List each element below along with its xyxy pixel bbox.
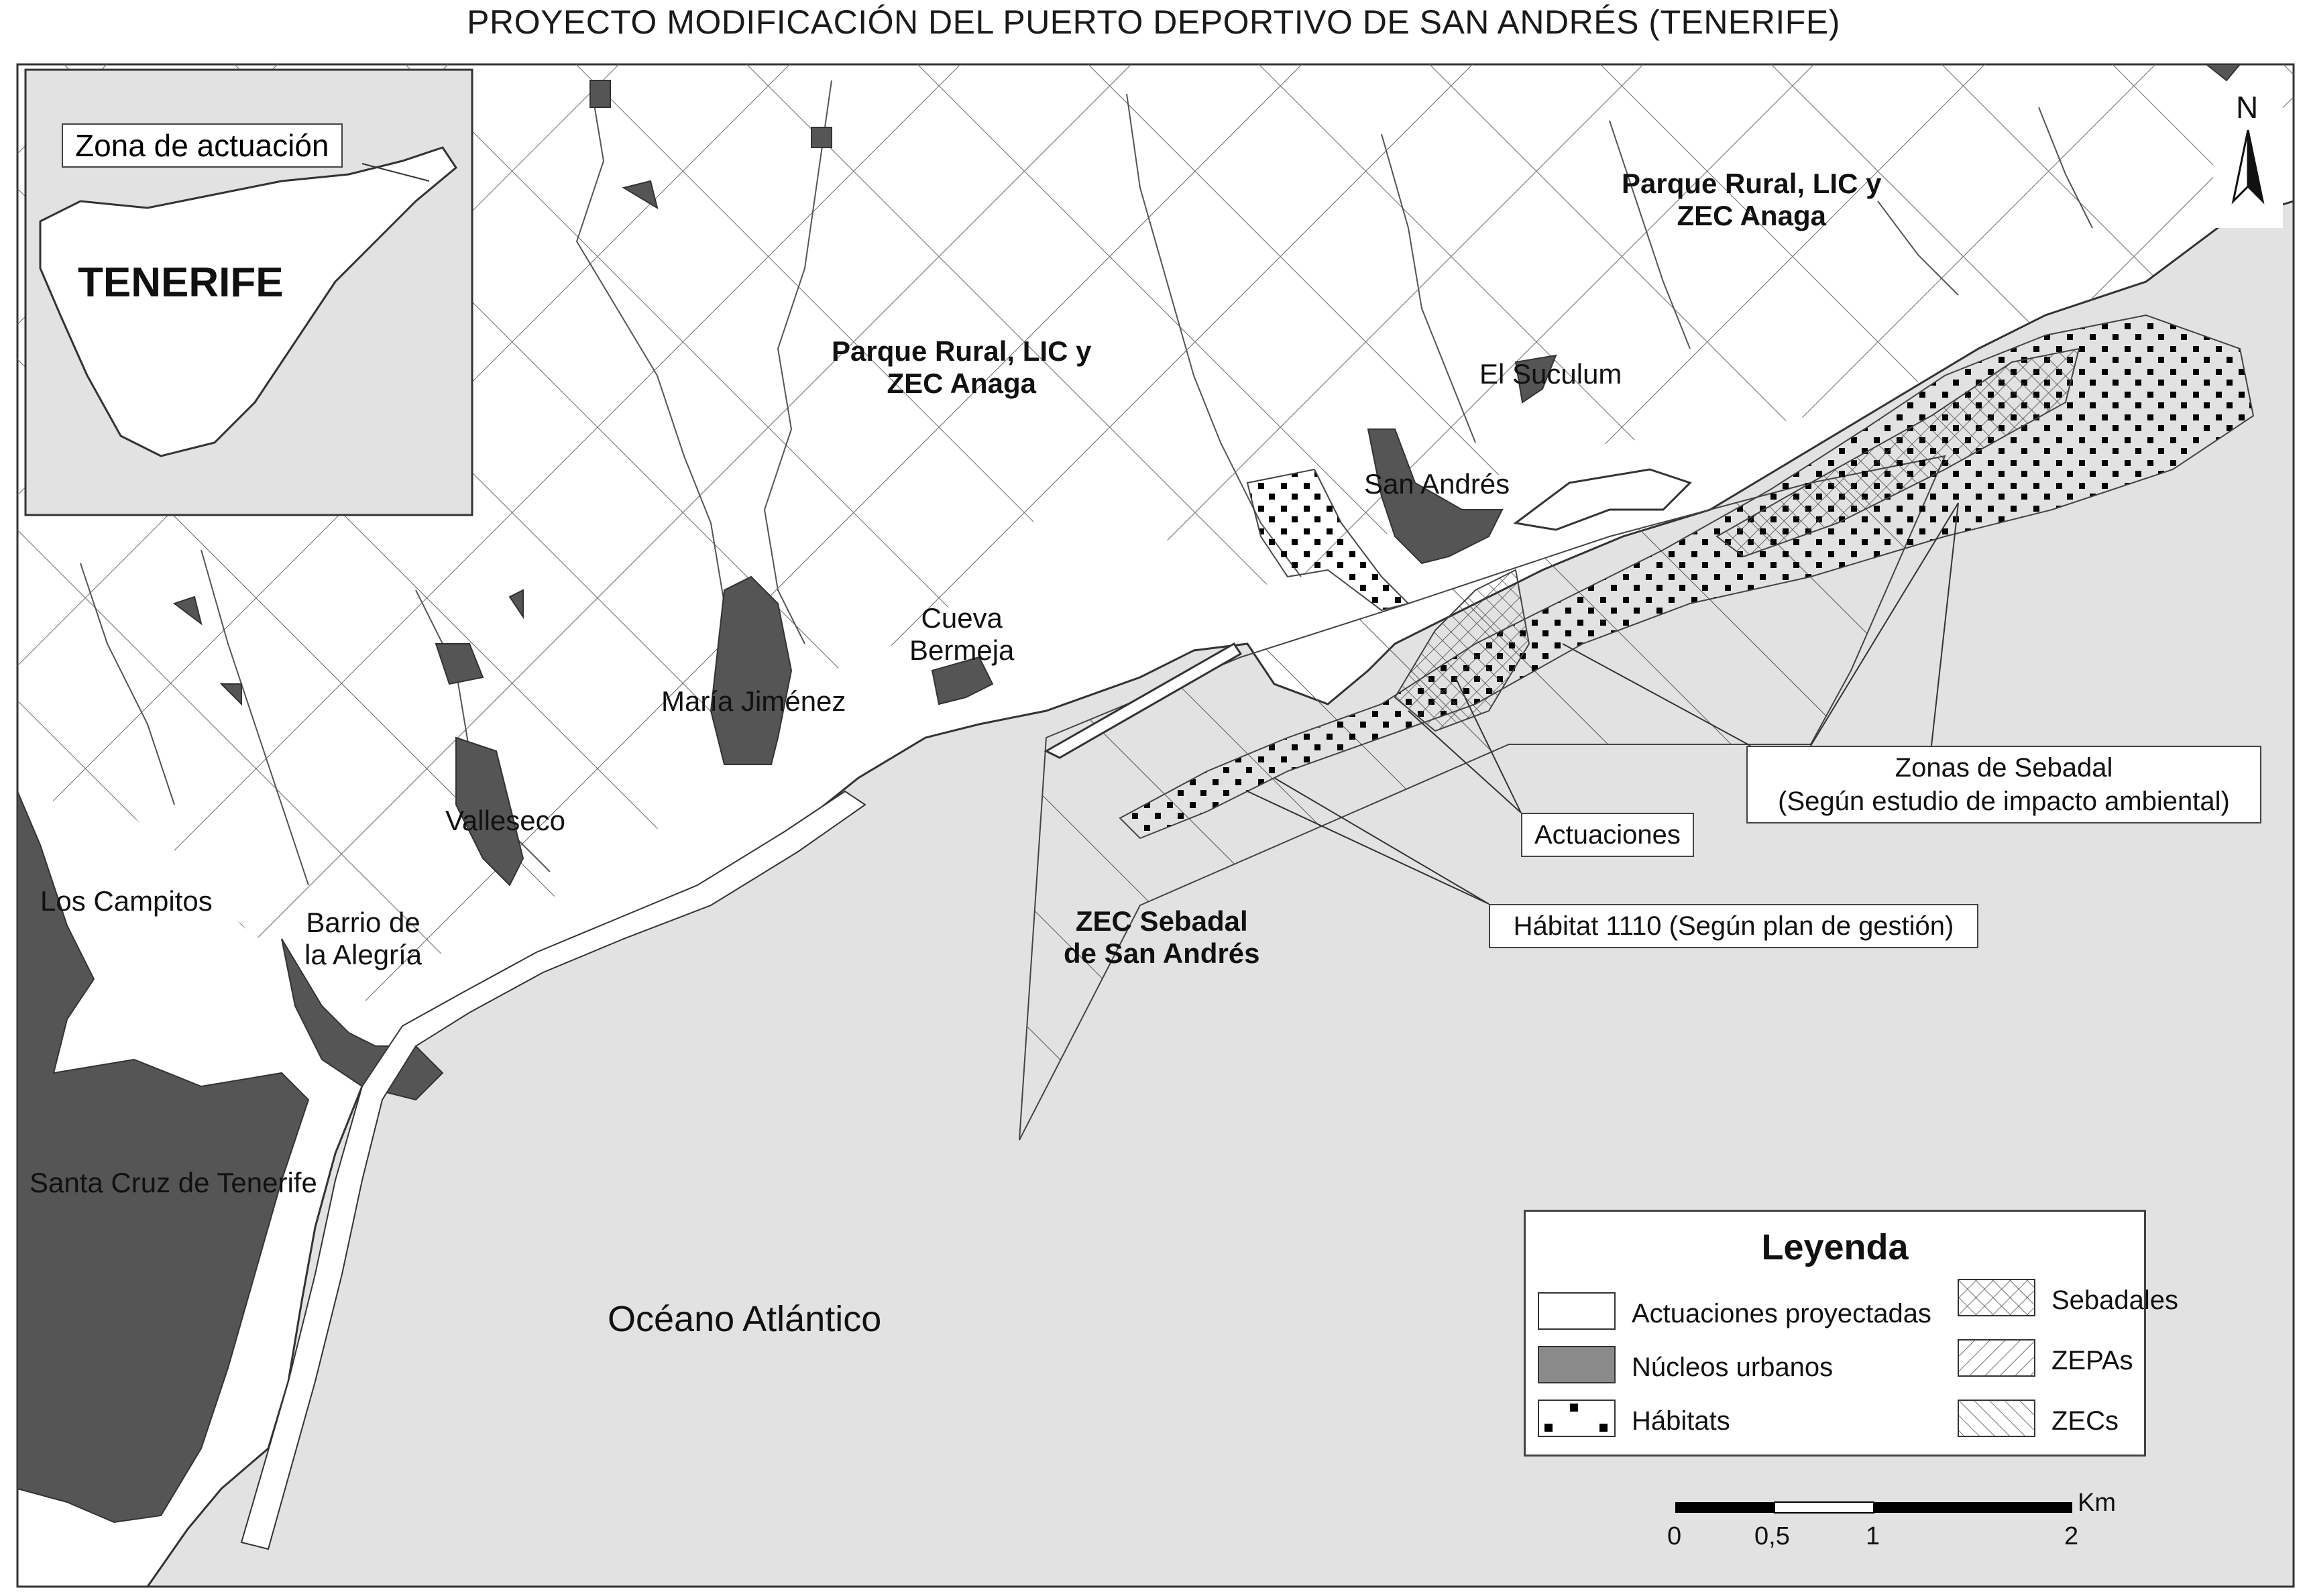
label-valleseco: Valleseco (445, 805, 565, 836)
callout-habitat-1110: Hábitat 1110 (Según plan de gestión) (1489, 904, 1978, 948)
label-zec-sebadal-line1: ZEC Sebadal (1075, 905, 1248, 937)
legend-label: ZECs (2051, 1406, 2119, 1436)
legend-forward-hatch-icon (1959, 1341, 2034, 1375)
marina-actuaciones (1513, 468, 1692, 531)
legend-label: Actuaciones proyectadas (1632, 1299, 1931, 1328)
north-arrow (2213, 87, 2283, 228)
label-cueva-bermeja-line2: Bermeja (909, 634, 1015, 667)
legend-back-hatch-icon (1959, 1401, 2034, 1436)
legend-label: Sebadales (2051, 1286, 2179, 1315)
port-breakwater (1044, 642, 1243, 759)
legend-title: Leyenda (1761, 1227, 1909, 1267)
scale-tick-1: 1 (1866, 1522, 1880, 1550)
inset-island-name: TENERIFE (78, 260, 284, 306)
legend-crosshatch-icon (1959, 1280, 2034, 1315)
legend: Leyenda Actuaciones proyectadas Núcleos … (1524, 1210, 2178, 1457)
habitat-inland (1246, 468, 1410, 612)
zec-sebadal-area (1019, 455, 1946, 1141)
label-parque-rural-east-line1: Parque Rural, LIC y (1622, 168, 1882, 199)
map-title: PROYECTO MODIFICACIÓN DEL PUERTO DEPORTI… (467, 3, 1840, 41)
label-zec-sebadal-line2: de San Andrés (1064, 937, 1260, 970)
sebadal-area-west (1394, 569, 1530, 732)
scale-tick-0: 0 (1667, 1522, 1682, 1550)
port-south (240, 790, 866, 1550)
callout-zonas-sebadal-line1: Zonas de Sebadal (1895, 753, 2113, 783)
legend-label: Hábitats (1632, 1406, 1730, 1436)
inset-zone-label: Zona de actuación (62, 123, 343, 168)
scale-unit: Km (2078, 1489, 2116, 1517)
label-barrio-alegria: Barrio de la Alegría (304, 907, 422, 972)
legend-dots-icon (1544, 1404, 1608, 1432)
legend-swatch-forward (1958, 1339, 2035, 1377)
legend-swatch-dots (1538, 1400, 1616, 1437)
legend-label: ZEPAs (2051, 1346, 2133, 1375)
legend-label: Núcleos urbanos (1632, 1353, 1834, 1382)
label-barrio-alegria-line2: la Alegría (304, 939, 423, 971)
label-cueva-bermeja-line1: Cueva (921, 602, 1003, 634)
label-santa-cruz: Santa Cruz de Tenerife (30, 1167, 317, 1198)
label-parque-rural-east-line2: ZEC Anaga (1677, 200, 1826, 232)
scale-tick-2: 2 (2064, 1522, 2079, 1550)
label-parque-rural-center-line1: Parque Rural, LIC y (832, 335, 1092, 367)
inset-island-shape (39, 146, 457, 457)
inset-pointer (361, 163, 430, 182)
label-parque-rural-east: Parque Rural, LIC y ZEC Anaga (1622, 168, 1881, 233)
urban-areas (17, 64, 2242, 1524)
callout-zonas-sebadal-line2: (Según estudio de impacto ambiental) (1778, 787, 2230, 816)
label-parque-rural-center: Parque Rural, LIC y ZEC Anaga (832, 335, 1091, 400)
callout-leaders (1247, 502, 1959, 905)
label-parque-rural-center-line2: ZEC Anaga (887, 367, 1036, 400)
callout-zonas-sebadal: Zonas de Sebadal (Según estudio de impac… (1746, 746, 2261, 823)
label-maria-jimenez: María Jiménez (661, 685, 846, 717)
label-san-andres: San Andrés (1364, 468, 1510, 500)
legend-swatch-crosshatch (1958, 1279, 2035, 1316)
callout-actuaciones: Actuaciones (1521, 813, 1694, 857)
north-arrow-label: N (2236, 90, 2259, 125)
legend-swatch-white (1538, 1292, 1616, 1330)
label-oceano: Océano Atlántico (608, 1299, 882, 1339)
label-los-campitos: Los Campitos (40, 885, 213, 917)
scale-bar-graphic (1675, 1501, 2072, 1514)
legend-swatch-back (1958, 1400, 2035, 1437)
label-el-suculum: El Suculum (1479, 358, 1622, 390)
label-cueva-bermeja: Cueva Bermeja (909, 602, 1014, 667)
label-zec-sebadal: ZEC Sebadal de San Andrés (1064, 905, 1260, 970)
legend-swatch-gray (1538, 1346, 1616, 1383)
scale-tick-half: 0,5 (1754, 1522, 1790, 1550)
anaga-protected-area (17, 64, 2294, 1006)
label-barrio-alegria-line1: Barrio de (306, 907, 420, 938)
ravine-lines (80, 80, 2093, 886)
sebadal-area-east (1715, 347, 2080, 558)
